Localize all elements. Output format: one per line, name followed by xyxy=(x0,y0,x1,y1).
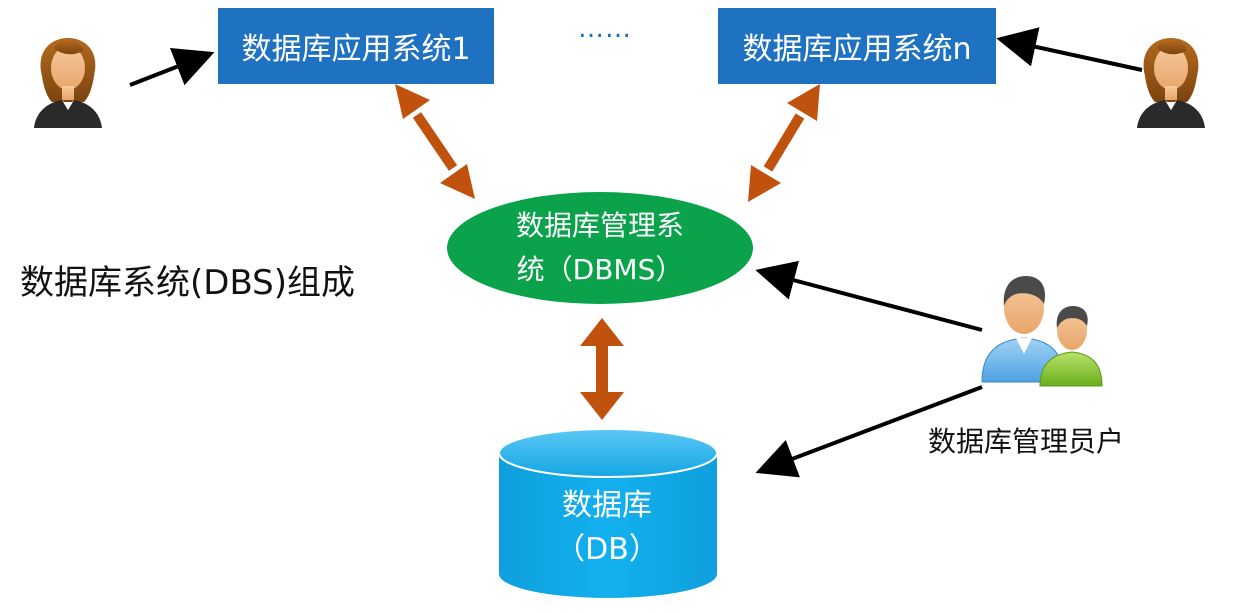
double-arrow-dbms-db xyxy=(580,318,624,420)
dbms-label-line1: 数据库管理系 xyxy=(515,209,684,242)
dbms-label-line2: 统（DBMS） xyxy=(516,253,684,286)
app-system-1-label: 数据库应用系统1 xyxy=(241,32,471,67)
double-arrow-app1-dbms xyxy=(395,84,475,199)
database-label: 数据库 （DB） xyxy=(497,478,717,578)
dbs-title: 数据库系统(DBS)组成 xyxy=(20,263,356,303)
arrow-admin-to-dbms xyxy=(755,260,983,332)
app-system-1-box: 数据库应用系统1 xyxy=(218,8,494,84)
dbms-label: 数据库管理系 统（DBMS） xyxy=(447,192,753,304)
female-user-icon xyxy=(34,38,102,128)
database-label-line2: （DB） xyxy=(555,532,659,567)
app-system-n-label: 数据库应用系统n xyxy=(742,32,972,67)
database-cylinder xyxy=(498,428,718,598)
double-arrow-appn-dbms xyxy=(748,84,820,202)
user-group-icon xyxy=(981,276,1103,387)
dbms-ellipse xyxy=(447,192,753,304)
admin-label: 数据库管理员户 xyxy=(928,425,1125,458)
female-user-icon xyxy=(1137,38,1205,128)
arrow-admin-to-db xyxy=(755,385,983,478)
arrow-user-to-app1 xyxy=(129,47,215,87)
app-system-n-box: 数据库应用系统n xyxy=(718,8,996,84)
ellipsis: …… xyxy=(578,14,632,44)
arrow-user-to-appn xyxy=(996,27,1143,72)
database-label-line1: 数据库 xyxy=(562,488,652,523)
